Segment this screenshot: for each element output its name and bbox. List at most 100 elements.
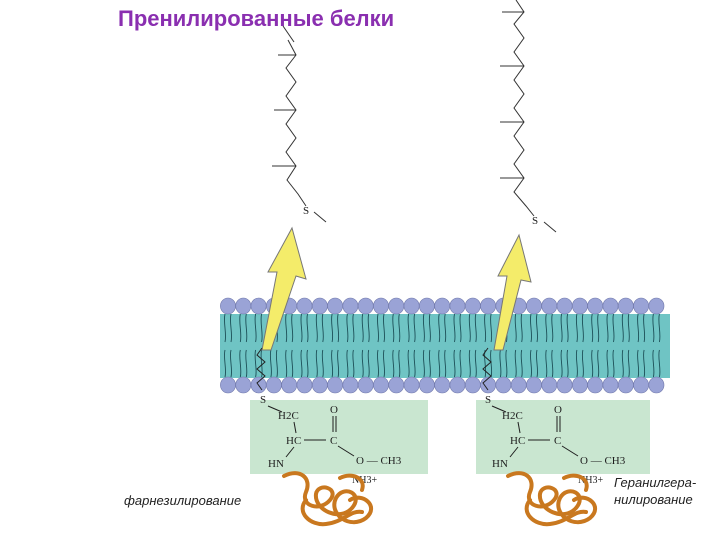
lipid-tail (300, 349, 303, 378)
lipid-tail (444, 313, 447, 343)
hc-right: HC (510, 435, 525, 447)
o-ch3-left: O — CH3 (356, 455, 402, 467)
lipid-tail (560, 349, 563, 378)
lipid-tail (606, 349, 609, 378)
lipid-tail (315, 313, 318, 343)
lipid-tail (223, 349, 227, 378)
lipid-head (464, 376, 481, 394)
lipid-head (418, 297, 435, 315)
oxygen-top-left: O (330, 404, 338, 416)
farnesyl-chain (272, 25, 327, 223)
lipid-tail (468, 349, 471, 378)
lipid-tail (285, 313, 288, 343)
lipid-head (388, 297, 405, 315)
lipid-tail (392, 349, 395, 378)
membrane-anchor-left (256, 347, 266, 391)
lipid-tail (229, 349, 233, 378)
lipid-head (449, 376, 466, 394)
lipid-tail (291, 313, 294, 343)
lipid-tail (367, 313, 370, 343)
lipid-tail (346, 349, 349, 378)
nh3-left: NH3+ (352, 475, 377, 486)
carbon-left: C (330, 435, 337, 447)
lipid-tail (275, 349, 278, 378)
lipid-tail (566, 313, 569, 343)
lipid-tail (254, 349, 257, 378)
lipid-head (648, 297, 665, 315)
lipid-tail (407, 349, 410, 378)
lipid-tail (398, 349, 401, 378)
lipid-head (281, 376, 298, 394)
lipid-tail (490, 313, 493, 343)
lipid-tail (337, 349, 340, 378)
lipid-tail (245, 313, 248, 343)
lipid-head (480, 376, 496, 394)
chem-box-right (476, 400, 650, 474)
lipid-tail (514, 349, 517, 378)
lipid-tail (545, 313, 548, 343)
lipid-tail (367, 349, 370, 378)
lipid-tail (291, 349, 294, 378)
lipid-tail (376, 349, 380, 378)
lipid-head (388, 376, 405, 394)
lipid-tail (269, 349, 272, 378)
caption-right-line1: Геранилгера- (614, 475, 697, 490)
lipid-tail (505, 349, 508, 378)
lipid-head (526, 376, 542, 394)
lipid-tail (321, 349, 324, 378)
lipid-tail (514, 313, 517, 343)
caption-farnesylation: фарнезилирование (124, 493, 242, 508)
lipid-tail (612, 349, 615, 378)
lipid-tail (422, 349, 425, 378)
lipid-tail (627, 313, 630, 343)
lipid-tail (597, 349, 600, 378)
lipid-head (296, 297, 313, 315)
lipid-tail (260, 349, 263, 378)
lipid-tail (459, 313, 462, 343)
lipid-tail (560, 313, 563, 343)
lipid-tail (474, 313, 477, 343)
lipid-tail (361, 313, 364, 343)
lipid-tail (591, 349, 594, 378)
lipid-tail (535, 349, 539, 378)
lipid-head (648, 376, 665, 394)
lipid-head (541, 376, 558, 394)
lipid-head (403, 297, 420, 315)
lipid-tail (566, 349, 569, 378)
lipid-head (342, 376, 359, 394)
lipid-tail (520, 313, 523, 343)
lipid-tail (468, 313, 471, 343)
lipid-head (357, 376, 374, 394)
lipid-tail (382, 313, 386, 343)
lipid-tail (529, 349, 533, 378)
lipid-head (311, 297, 328, 315)
lipid-head (327, 297, 343, 315)
lipid-tail (245, 349, 248, 378)
lipid-head (418, 376, 435, 394)
lipid-tail (621, 349, 624, 378)
lipid-tail (484, 313, 487, 343)
lipid-tail (612, 313, 615, 343)
lipid-tail (581, 313, 584, 343)
lipid-head (327, 376, 343, 394)
lipid-tail (627, 349, 630, 378)
lipid-tail (474, 349, 477, 378)
lipid-tail (376, 313, 380, 343)
lipid-tail (575, 313, 578, 343)
lipid-tail (413, 349, 416, 378)
lipid-head (617, 376, 634, 394)
lipid-tail (637, 349, 640, 378)
lipid-heads-inner (220, 376, 665, 394)
lipid-tail (535, 313, 539, 343)
lipid-tail (315, 349, 318, 378)
lipid-tail (239, 313, 242, 343)
lipid-tail (223, 313, 227, 343)
lipid-head (556, 376, 573, 394)
lipid-head (526, 297, 542, 315)
nh3-right: NH3+ (578, 475, 603, 486)
sulfur-right-bottom: S (485, 394, 491, 406)
lipid-tail (453, 349, 456, 378)
lipid-tail (413, 313, 416, 343)
cysteine-box-right: S H2C O HC C O — CH3 HN (476, 394, 650, 474)
carbon-right: C (554, 435, 561, 447)
